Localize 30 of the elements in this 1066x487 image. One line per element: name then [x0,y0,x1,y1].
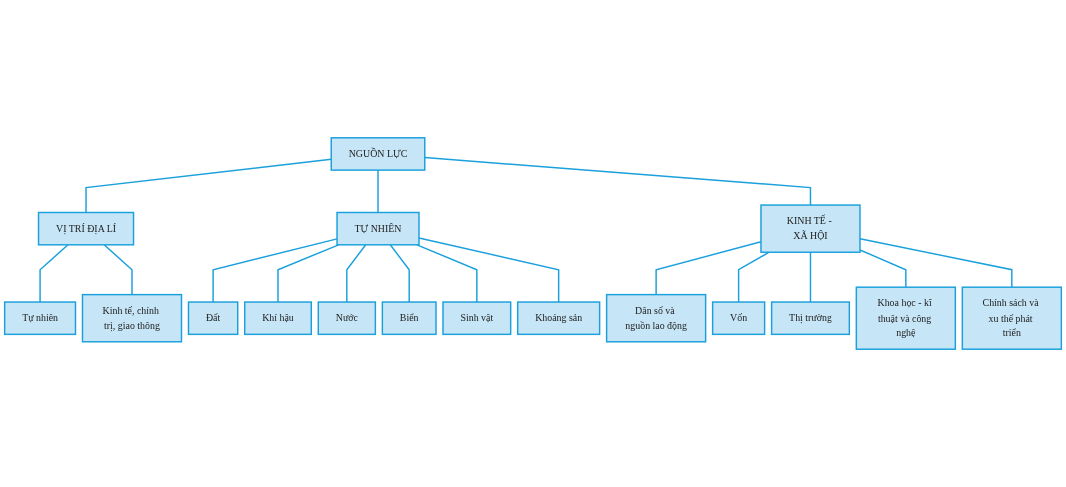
node-box: Khoa học - kĩ thuật và công nghệ [855,286,957,350]
node-box: Thị trường [770,301,851,336]
connector [418,237,560,303]
connector [424,156,812,206]
node-box: Đất [187,301,239,336]
node-box: NGUỒN LỰC [330,137,426,171]
connector [809,251,812,303]
node-box: Biển [381,301,437,336]
connector [212,238,338,303]
node-box: Sinh vật [442,301,512,336]
node-box: Vốn [711,301,766,336]
connector [377,169,379,214]
node-box: Chính sách và xu thế phát triển [961,286,1063,350]
node-box: Khoáng sản [516,301,601,336]
node-box: Tự nhiên [3,301,77,336]
node-box: TỰ NHIÊN [336,211,420,246]
connector [416,244,478,303]
connector [859,238,1013,288]
connector [85,158,332,214]
node-box: Nước [317,301,377,336]
connector [859,249,907,288]
node-box: Kinh tế, chính trị, giao thông [81,293,183,343]
connector [346,244,367,303]
node-box: KINH TẾ - XÃ HỘI [760,204,861,253]
connector [39,244,69,303]
node-box: VỊ TRÍ ĐỊA LÍ [37,211,135,246]
connector [389,244,410,303]
node-box: Khí hậu [244,301,313,336]
node-box: Dân số và nguồn lao động [605,293,707,343]
connector [103,244,133,296]
